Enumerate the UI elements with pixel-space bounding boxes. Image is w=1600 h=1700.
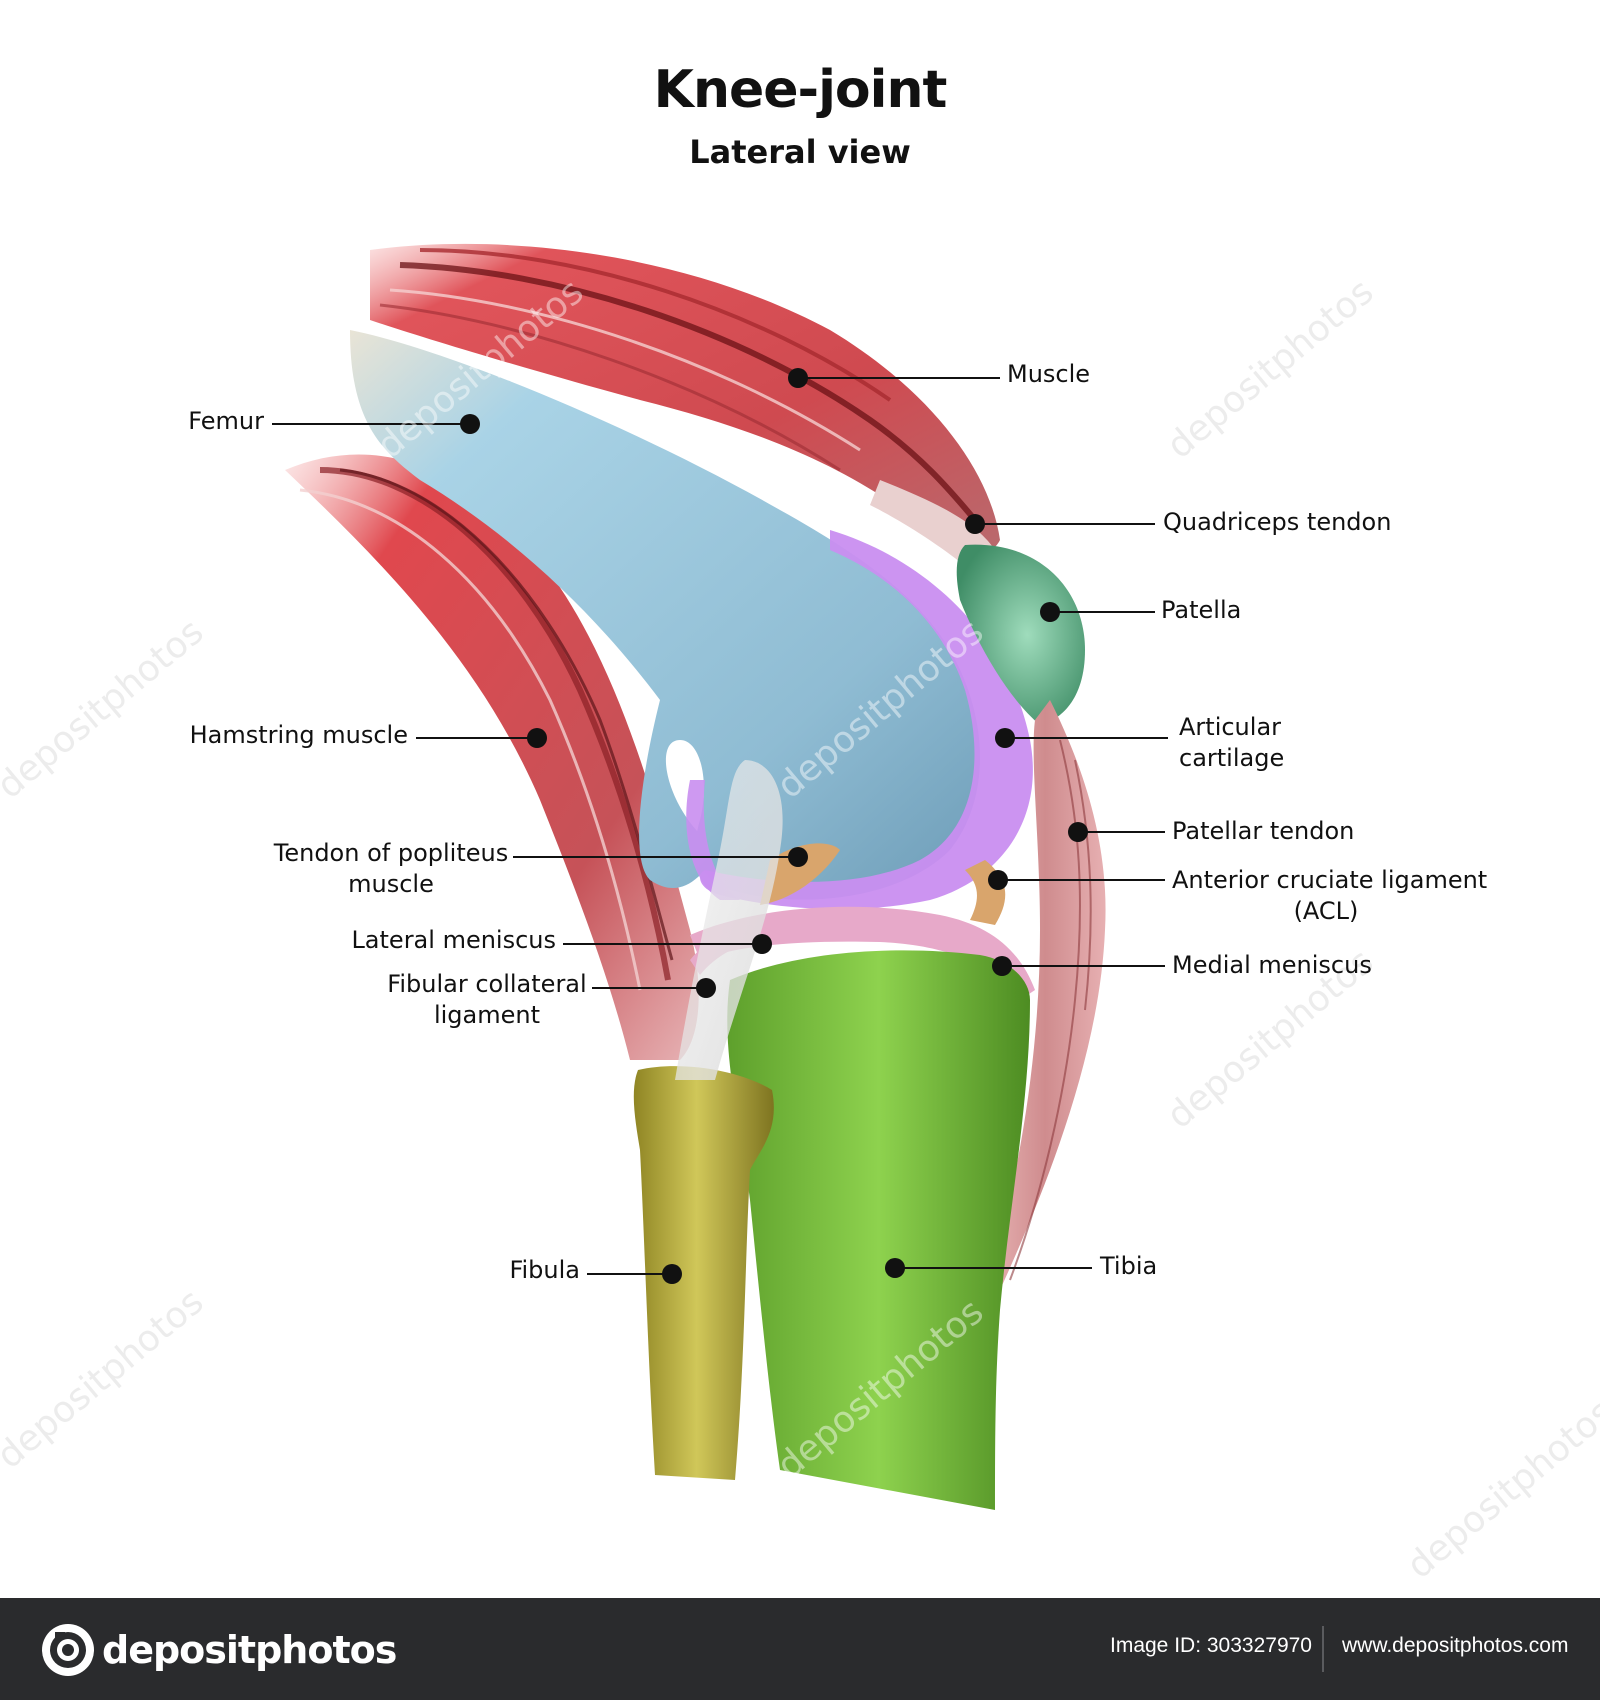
label-muscle: Muscle [1007, 360, 1091, 388]
label-fibula: Fibula [509, 1256, 580, 1284]
website-link[interactable]: www.depositphotos.com [1342, 1634, 1569, 1657]
footer-divider [1322, 1626, 1324, 1672]
image-id-text: Image ID: 303327970 [1110, 1634, 1312, 1657]
popliteus-tendon-shape [760, 843, 840, 905]
label-fibular-collateral-line2: ligament [433, 1001, 541, 1029]
fibula-shape [633, 1066, 774, 1480]
label-patellar-tendon: Patellar tendon [1172, 817, 1355, 845]
meniscus-shape [690, 906, 1035, 1000]
watermark-text: depositphotos [1159, 271, 1381, 467]
diagram-canvas: depositphotos depositphotos depositphoto… [0, 60, 1600, 1587]
label-tibia: Tibia [1100, 1252, 1158, 1280]
label-lateral-meniscus: Lateral meniscus [351, 926, 556, 954]
femur-shape [350, 330, 980, 900]
label-femur: Femur [188, 407, 264, 435]
label-fibular-collateral-line1: Fibular collateral [387, 970, 587, 998]
fibular-collateral-ligament-shape [675, 760, 783, 1080]
patella-shape [956, 544, 1085, 725]
diagram-subtitle: Lateral view [689, 133, 911, 171]
acl-shape [965, 860, 1006, 925]
knee-illustration: depositphotos depositphotos depositphoto… [0, 243, 1600, 1587]
patellar-tendon-shape [985, 700, 1106, 1290]
watermark-text: depositphotos [1399, 1391, 1600, 1587]
label-quadriceps-tendon: Quadriceps tendon [1163, 508, 1392, 536]
label-acl-line2: (ACL) [1293, 897, 1359, 925]
label-medial-meniscus: Medial meniscus [1172, 951, 1372, 979]
label-acl-line1: Anterior cruciate ligament [1172, 866, 1488, 894]
brand-logo[interactable]: depositphotos [40, 1622, 397, 1678]
watermark-text: depositphotos [0, 611, 211, 807]
label-articular-cartilage-line2: cartilage [1179, 744, 1285, 772]
watermark-text: depositphotos [0, 1281, 211, 1477]
label-patella: Patella [1161, 596, 1242, 624]
camera-logo-icon [42, 1624, 94, 1676]
label-popliteus-line1: Tendon of popliteus [273, 839, 509, 867]
footer-bar: depositphotos Image ID: 303327970 www.de… [0, 1598, 1600, 1700]
hamstring-muscle-shape [285, 454, 699, 1060]
label-hamstring-muscle: Hamstring muscle [189, 721, 408, 749]
leader-dots [460, 368, 1088, 1284]
label-popliteus-line2: muscle [348, 870, 434, 898]
label-articular-cartilage-line1: Articular [1179, 713, 1282, 741]
brand-name: depositphotos [102, 1628, 397, 1672]
quadriceps-muscle-shape [370, 243, 1000, 556]
leader-lines [272, 377, 1168, 1275]
articular-cartilage-shape [700, 530, 1033, 910]
diagram-title: Knee-joint [653, 60, 948, 120]
tibia-shape [727, 950, 1030, 1510]
